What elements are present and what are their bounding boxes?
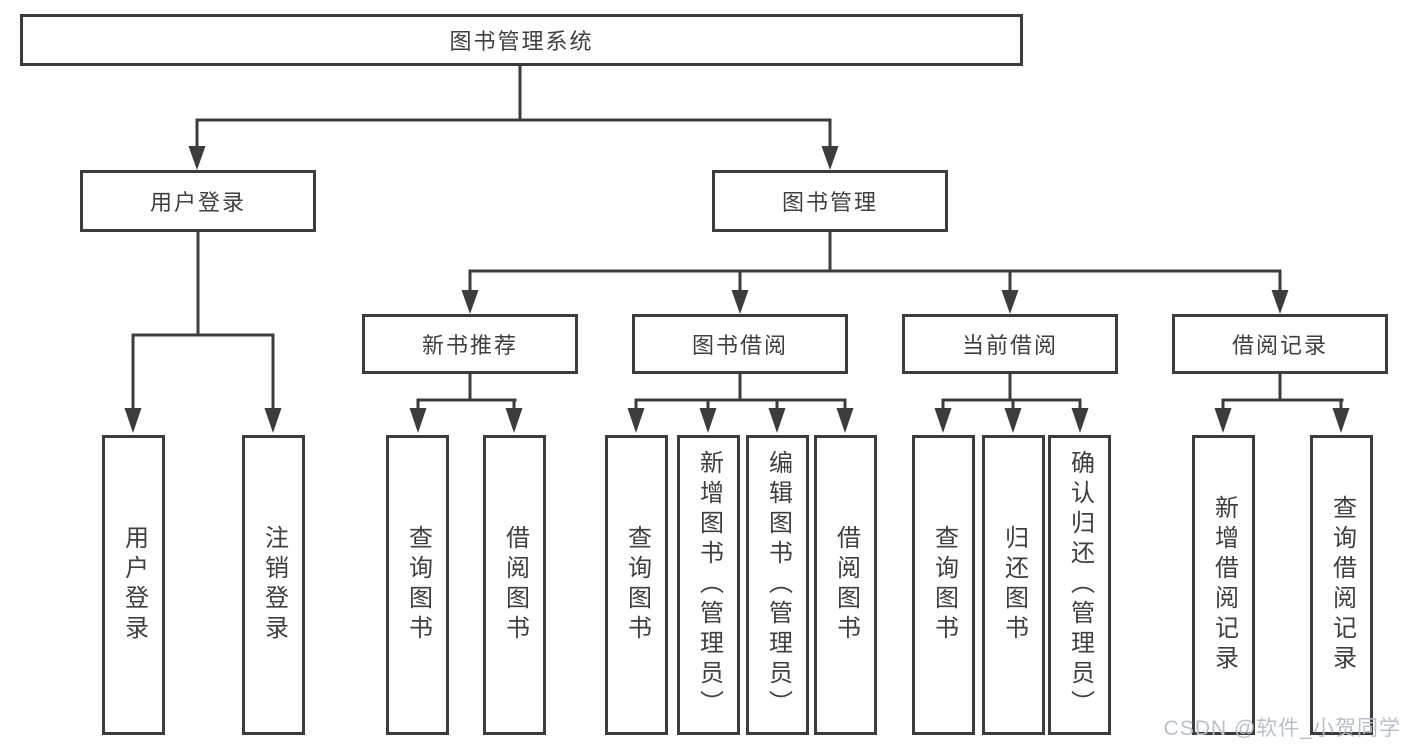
leaf-user-login-label: 用户登录 bbox=[120, 525, 148, 645]
node-book-management: 图书管理 bbox=[712, 170, 948, 232]
connector-current-borrow-to-leaves bbox=[934, 372, 1089, 433]
node-current-borrow: 当前借阅 bbox=[902, 314, 1118, 374]
leaf-query-books-recommend: 查询图书 bbox=[386, 435, 449, 735]
leaf-borrow-books-recommend-label: 借阅图书 bbox=[501, 525, 529, 645]
leaf-add-books-admin: 新增图书（管理员） bbox=[677, 435, 740, 735]
connector-book-borrow-to-leaves bbox=[627, 372, 854, 433]
leaf-add-borrow-record-label: 新增借阅记录 bbox=[1210, 495, 1238, 675]
leaf-edit-books-admin: 编辑图书（管理员） bbox=[746, 435, 809, 735]
leaf-confirm-return-admin: 确认归还（管理员） bbox=[1048, 435, 1111, 735]
leaf-confirm-return-admin-label: 确认归还（管理员） bbox=[1066, 450, 1094, 720]
leaf-edit-books-admin-label: 编辑图书（管理员） bbox=[764, 450, 792, 720]
leaf-logout-label: 注销登录 bbox=[260, 525, 288, 645]
node-borrow-records: 借阅记录 bbox=[1172, 314, 1388, 374]
leaf-logout: 注销登录 bbox=[242, 435, 305, 735]
node-library-management-system: 图书管理系统 bbox=[20, 14, 1023, 66]
leaf-return-books: 归还图书 bbox=[982, 435, 1045, 735]
leaf-query-books-current: 查询图书 bbox=[912, 435, 975, 735]
leaf-query-books-borrow: 查询图书 bbox=[605, 435, 668, 735]
leaf-user-login: 用户登录 bbox=[102, 435, 165, 735]
node-new-book-recommend: 新书推荐 bbox=[362, 314, 578, 374]
connector-new-book-recommend-to-leaves bbox=[409, 372, 523, 433]
connector-root-to-level2 bbox=[188, 64, 839, 170]
leaf-query-books-borrow-label: 查询图书 bbox=[623, 525, 651, 645]
leaf-borrow-books-recommend: 借阅图书 bbox=[483, 435, 546, 735]
leaf-query-books-current-label: 查询图书 bbox=[930, 525, 958, 645]
node-book-borrow: 图书借阅 bbox=[632, 314, 848, 374]
leaf-add-borrow-record: 新增借阅记录 bbox=[1192, 435, 1255, 735]
leaf-add-books-admin-label: 新增图书（管理员） bbox=[695, 450, 723, 720]
leaf-borrow-books: 借阅图书 bbox=[814, 435, 877, 735]
leaf-query-borrow-record-label: 查询借阅记录 bbox=[1328, 495, 1356, 675]
connector-book-management-to-level3 bbox=[461, 230, 1289, 314]
connector-user-login-to-leaves bbox=[124, 230, 282, 433]
leaf-query-borrow-record: 查询借阅记录 bbox=[1310, 435, 1373, 735]
leaf-return-books-label: 归还图书 bbox=[1000, 525, 1028, 645]
node-user-login: 用户登录 bbox=[80, 170, 316, 232]
connector-borrow-records-to-leaves bbox=[1214, 372, 1350, 433]
leaf-borrow-books-label: 借阅图书 bbox=[832, 525, 860, 645]
leaf-query-books-recommend-label: 查询图书 bbox=[404, 525, 432, 645]
